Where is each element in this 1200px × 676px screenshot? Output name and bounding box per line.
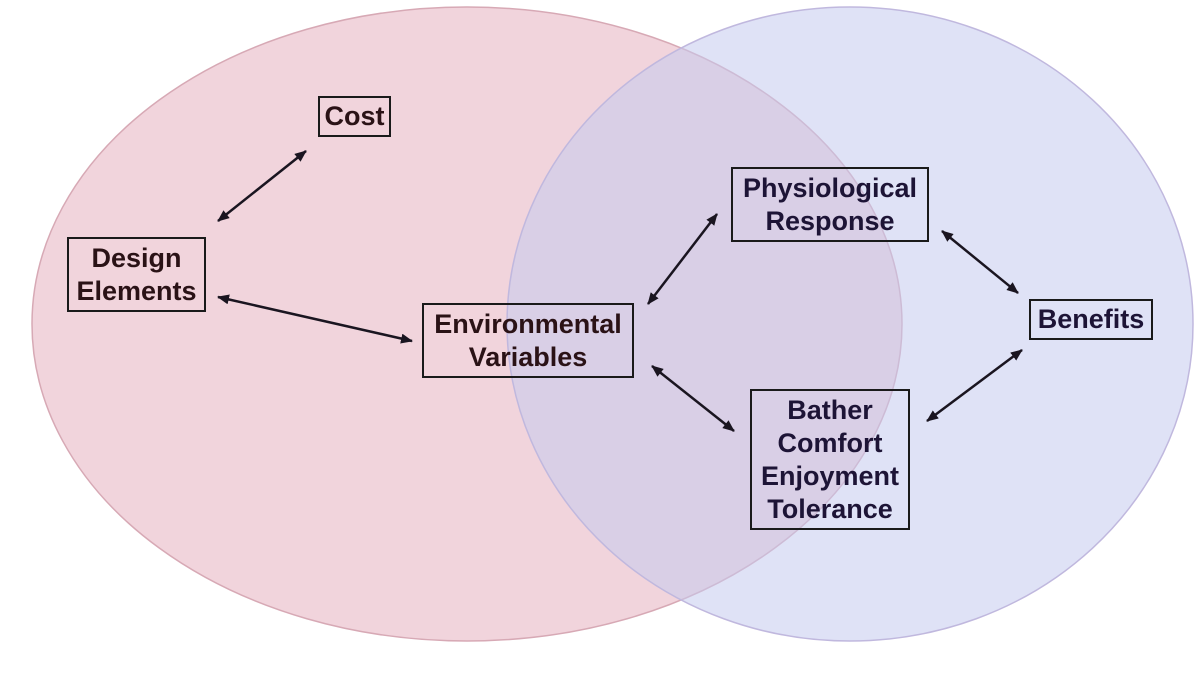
arrow-design-environmental — [217, 294, 413, 344]
arrow-cost-design — [217, 150, 307, 222]
design-elements-box: Design Elements — [67, 237, 206, 312]
arrow-bather-benefits — [926, 348, 1023, 423]
arrow-environmental-physiological — [647, 213, 718, 305]
arrow-physiological-benefits — [941, 230, 1019, 294]
benefits-box: Benefits — [1029, 299, 1153, 340]
bather-comfort-box: Bather Comfort Enjoyment Tolerance — [750, 389, 910, 530]
physiological-response-box: Physiological Response — [731, 167, 929, 242]
connector-group — [217, 150, 1023, 432]
cost-box: Cost — [318, 96, 391, 137]
environmental-variables-box: Environmental Variables — [422, 303, 634, 378]
right-ellipse — [506, 6, 1194, 642]
arrow-environmental-bather — [651, 365, 735, 432]
